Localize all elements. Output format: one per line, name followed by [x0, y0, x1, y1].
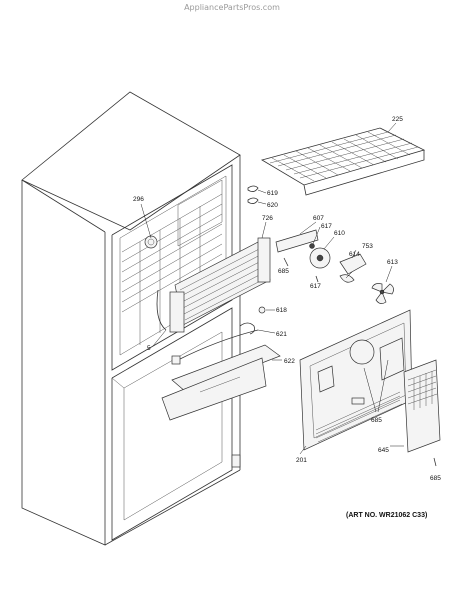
watermark: AppliancePartsPros.com [184, 3, 280, 12]
callout-685-top: 685 [278, 268, 289, 275]
callout-225: 225 [392, 116, 403, 123]
callout-201: 201 [296, 457, 307, 464]
callout-607: 607 [313, 215, 324, 222]
callout-5: 5 [147, 345, 151, 352]
callout-614: 614 [349, 251, 360, 258]
grille-cover-645 [390, 359, 441, 467]
art-number: (ART NO. WR21062 C33) [346, 512, 428, 519]
callout-726: 726 [262, 215, 273, 222]
duct-cover-622 [161, 344, 282, 421]
wire-shelf-225 [260, 122, 426, 196]
callout-685-middle: 685 [371, 417, 382, 424]
callout-labels: 225 296 619 620 726 607 617 610 753 614 … [133, 116, 441, 482]
callout-645: 645 [378, 447, 389, 454]
callout-617-top: 617 [321, 223, 332, 230]
clips-619-620 [247, 185, 267, 205]
evaporator-726 [169, 221, 271, 333]
refrigerator-cabinet [21, 91, 241, 546]
fan-motor-assembly [275, 221, 394, 304]
callout-620: 620 [267, 202, 278, 209]
light-socket-296 [140, 203, 158, 249]
callout-296: 296 [133, 196, 144, 203]
callout-617-bottom: 617 [310, 283, 321, 290]
callout-685-bottom: 685 [430, 475, 441, 482]
callout-613: 613 [387, 259, 398, 266]
callout-621: 621 [276, 331, 287, 338]
callout-618: 618 [276, 307, 287, 314]
callout-622: 622 [284, 358, 295, 365]
evaporator-cover-201 [299, 309, 413, 455]
callout-610: 610 [334, 230, 345, 237]
callout-619: 619 [267, 190, 278, 197]
callout-753: 753 [362, 243, 373, 250]
thermistor-parts [152, 289, 276, 365]
